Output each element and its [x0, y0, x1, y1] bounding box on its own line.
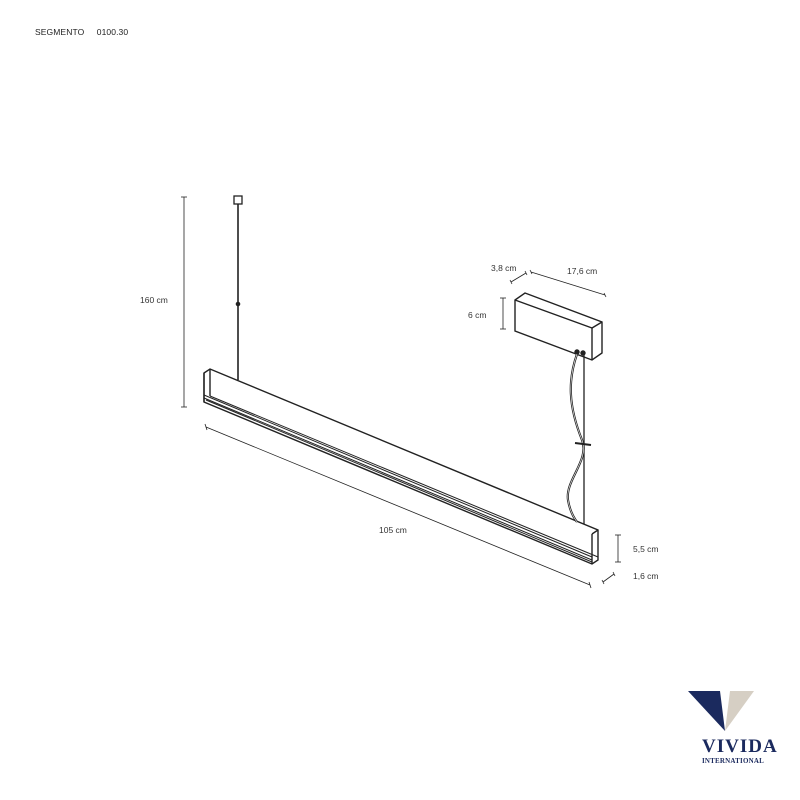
canopy-length-dimension-line: [529, 269, 607, 298]
logo-subtitle: INTERNATIONAL: [702, 757, 764, 765]
height-dimension-line: [181, 196, 187, 408]
canopy-height-label: 6 cm: [468, 310, 487, 320]
product-code: 0100.30: [96, 27, 129, 37]
length-dimension-line: [204, 423, 592, 589]
product-name: SEGMENTO: [35, 27, 85, 37]
left-suspension-cable: [233, 195, 243, 380]
logo-brand: VIVIDA: [702, 736, 778, 757]
canopy-length-label: 17,6 cm: [567, 266, 598, 276]
profile-height-dimension-line: [615, 534, 621, 563]
canopy-height-dimension-line: [500, 297, 506, 330]
canopy: [514, 292, 603, 361]
profile-height-label: 5,5 cm: [633, 544, 659, 554]
length-label: 105 cm: [379, 525, 407, 535]
product-header: SEGMENTO 0100.30: [35, 27, 138, 37]
right-suspension-cable: [566, 349, 592, 524]
canopy-depth-label: 3,8 cm: [491, 263, 517, 273]
profile-width-dimension-line: [601, 571, 616, 585]
logo-chevron-icon: [688, 691, 754, 731]
canopy-depth-dimension-line: [509, 270, 528, 285]
height-label: 160 cm: [140, 295, 168, 305]
linear-profile: [203, 368, 599, 565]
vivida-logo: VIVIDA INTERNATIONAL: [680, 688, 790, 778]
profile-width-label: 1,6 cm: [633, 571, 659, 581]
